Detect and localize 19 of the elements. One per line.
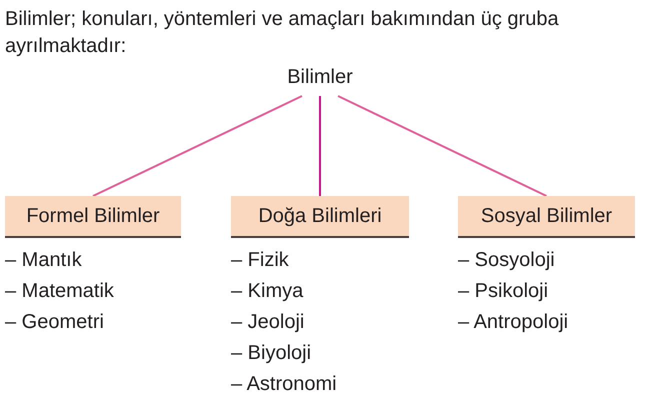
list-item: – Antropoloji xyxy=(458,310,568,334)
list-item: – Jeoloji xyxy=(231,310,304,334)
list-item: – Mantık xyxy=(5,248,82,272)
list-item: – Psikoloji xyxy=(458,279,548,303)
list-item: – Kimya xyxy=(231,279,304,303)
list-item: – Fizik xyxy=(231,248,289,272)
list-item: – Biyoloji xyxy=(231,341,312,365)
category-box: Sosyal Bilimler xyxy=(458,196,635,238)
list-item: – Matematik xyxy=(5,279,114,303)
category-box: Doğa Bilimleri xyxy=(231,196,409,238)
list-item: – Astronomi xyxy=(231,372,337,396)
connector-line xyxy=(319,96,321,196)
root-label: Bilimler xyxy=(270,62,370,92)
list-item: – Geometri xyxy=(5,310,104,334)
list-item: – Sosyoloji xyxy=(458,248,555,272)
intro-text: Bilimler; konuları, yöntemleri ve amaçları bakımından üç gruba ayrılmaktadır: xyxy=(5,7,560,59)
category-box: Formel Bilimler xyxy=(5,196,181,238)
connector-line xyxy=(92,95,302,197)
connector-line xyxy=(338,95,547,197)
